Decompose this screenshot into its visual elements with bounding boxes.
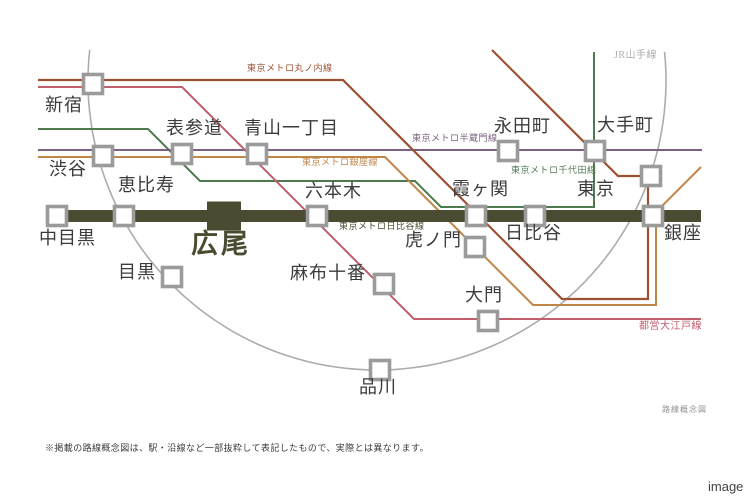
station-marker [496,139,520,163]
route-map-canvas [38,49,702,382]
station-label: 六本木 [305,181,362,201]
station-label: 大手町 [597,115,654,135]
station-label: 東京 [577,179,615,199]
station-marker [368,358,392,382]
station-label: 青山一丁目 [244,118,339,138]
line-ginza [38,156,702,306]
station-marker [160,265,184,289]
station-marker-major [207,201,241,231]
station-marker [464,204,488,228]
station-marker [91,144,115,168]
station-marker [112,204,136,228]
map-type-caption: 路線概念図 [662,405,707,414]
station-marker [81,72,105,96]
station-label: 麻布十番 [290,263,366,283]
station-marker [463,235,487,259]
station-label: 渋谷 [49,159,87,179]
station-label: 目黒 [118,262,156,282]
station-marker [583,139,607,163]
station-label: 大門 [465,285,503,305]
station-label: 永田町 [494,116,551,136]
station-marker [45,204,69,228]
station-label: 品川 [359,377,397,397]
station-label: 銀座 [664,223,702,243]
station-marker [476,309,500,333]
line-label-marunouchi: 東京メトロ丸ノ内線 [247,63,333,73]
line-label-hanzomon: 東京メトロ半蔵門線 [412,133,498,143]
station-label: 新宿 [45,95,83,115]
station-marker [523,204,547,228]
station-label: 中目黒 [39,228,96,248]
line-label-oedo: 都営大江戸線 [639,321,702,332]
station-label: 日比谷 [505,223,562,243]
station-label: 恵比寿 [118,175,175,195]
station-marker [641,204,665,228]
station-marker [639,164,663,188]
line-label-yamanote: JR山手線 [614,50,658,61]
station-label: 表参道 [166,118,223,138]
station-marker [372,272,396,296]
line-label-chiyoda: 東京メトロ千代田線 [511,165,597,175]
station-label: 虎ノ門 [405,230,462,250]
image-watermark: image [708,479,744,494]
footnote-text: ※掲載の路線概念図は、駅・沿線など一部抜粋して表記したもので、実際とは異なります… [45,443,429,453]
line-label-hibiya: 東京メトロ日比谷線 [339,221,425,231]
station-label: 霞ヶ関 [452,179,509,199]
station-marker [245,142,269,166]
station-marker [170,142,194,166]
station-marker [305,204,329,228]
line-oedo [38,86,701,320]
line-marunouchi [38,49,650,301]
line-chiyoda [38,52,595,208]
line-yamanote [87,49,667,371]
line-label-ginza: 東京メトロ銀座線 [302,157,379,167]
station-label: 広尾 [191,229,251,259]
